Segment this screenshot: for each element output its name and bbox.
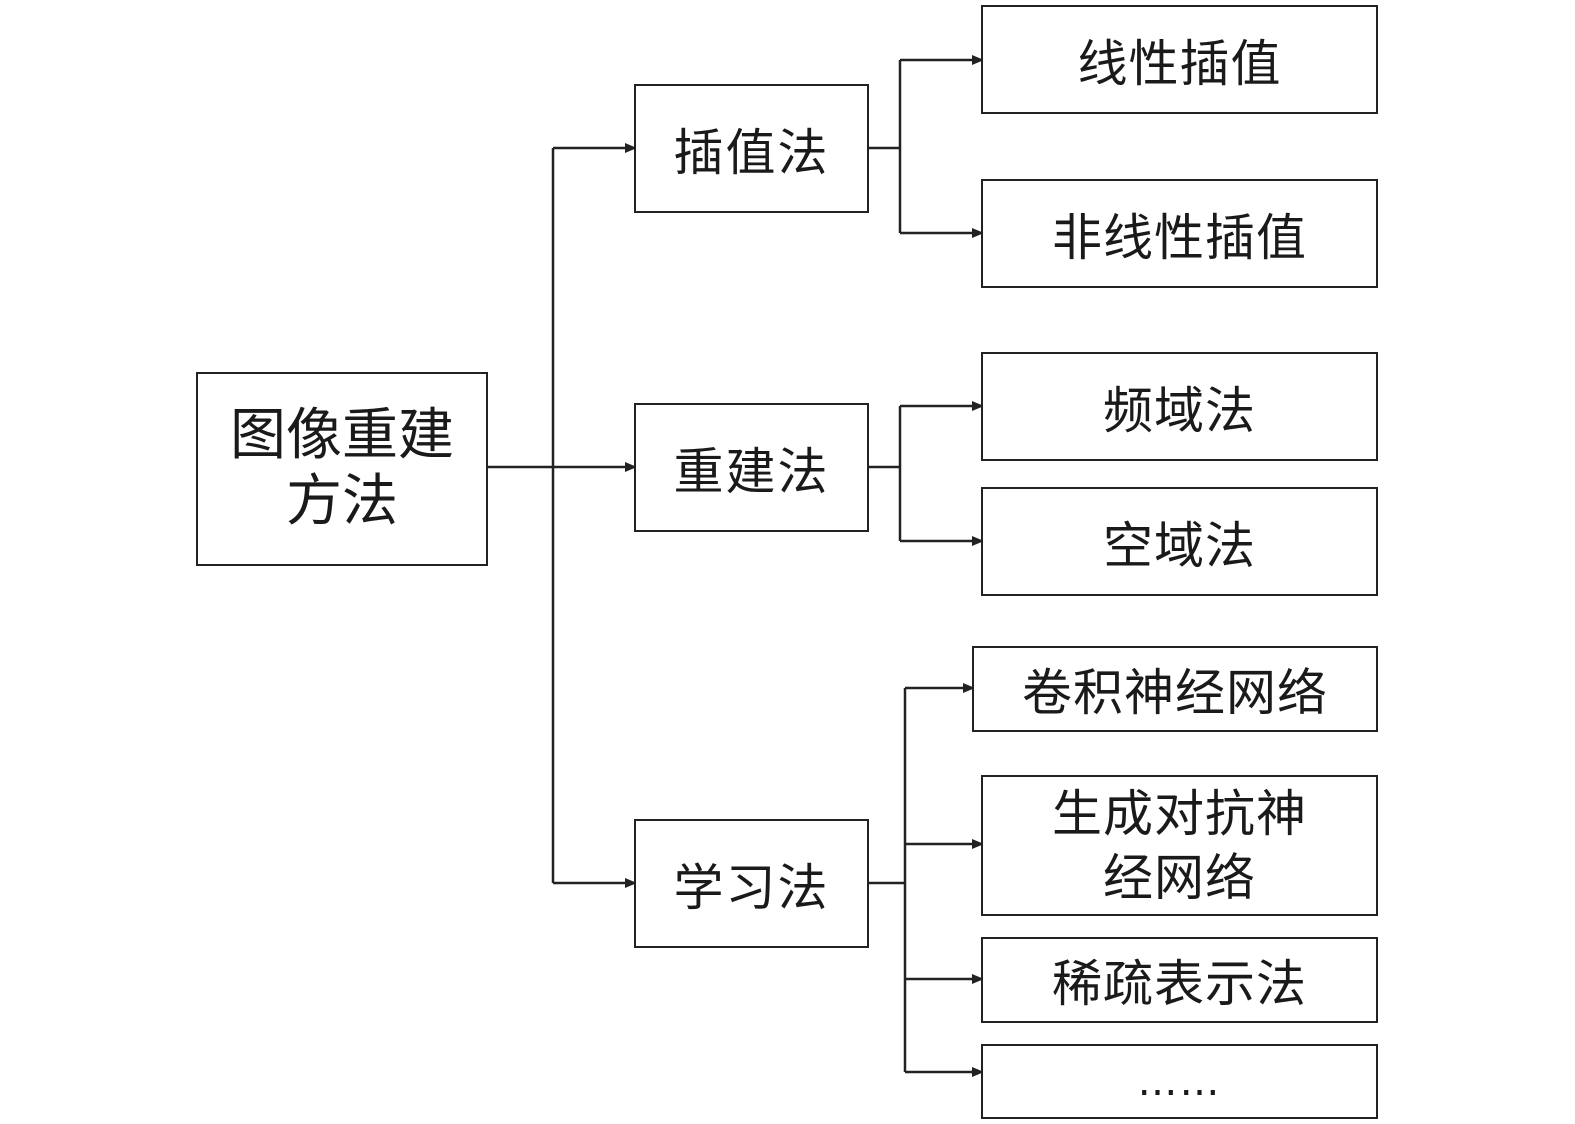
linear-interpolation-node: 线性插值 [981,5,1378,114]
frequency-domain-label: 频域法 [1103,381,1256,440]
cnn-label: 卷积神经网络 [1022,664,1328,722]
gan-label-line2: 经网络 [1103,848,1256,907]
learning-method-label: 学习法 [673,858,830,917]
interpolation-method-node: 插值法 [634,84,869,213]
nonlinear-interpolation-node: 非线性插值 [981,179,1378,288]
ellipsis-label: …… [1137,1058,1222,1105]
linear-interpolation-label: 线性插值 [1077,34,1282,93]
cnn-node: 卷积神经网络 [972,646,1378,732]
root-node-box: 图像重建 方法 [196,372,488,566]
frequency-domain-node: 频域法 [981,352,1378,461]
learning-method-node: 学习法 [634,819,869,948]
spatial-domain-label: 空域法 [1103,516,1256,575]
reconstruction-method-label: 重建法 [673,442,830,501]
more-methods-node: …… [981,1044,1378,1119]
root-node-line1: 图像重建 [230,403,454,468]
spatial-domain-node: 空域法 [981,487,1378,596]
nonlinear-interpolation-label: 非线性插值 [1052,208,1307,267]
interpolation-method-label: 插值法 [673,123,830,182]
gan-label-line1: 生成对抗神 [1052,784,1307,843]
root-node-line2: 方法 [286,469,398,534]
gan-node: 生成对抗神 经网络 [981,775,1378,916]
reconstruction-method-node: 重建法 [634,403,869,532]
sparse-representation-node: 稀疏表示法 [981,937,1378,1023]
sparse-representation-label: 稀疏表示法 [1052,955,1307,1013]
